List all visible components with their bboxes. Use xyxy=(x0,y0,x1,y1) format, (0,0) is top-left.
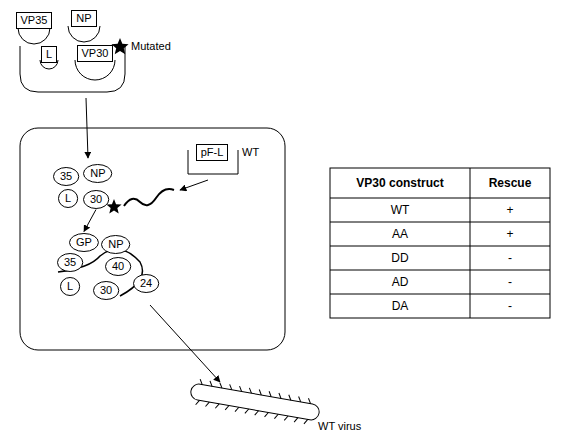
arrow xyxy=(180,180,208,190)
connector-arrow xyxy=(84,210,96,232)
annotation: Mutated xyxy=(131,40,171,53)
table-grid xyxy=(330,168,550,318)
protein-ellipse: 24 xyxy=(133,274,159,293)
node-text: 40 xyxy=(112,260,124,273)
node-text: 35 xyxy=(64,256,76,269)
protein-ellipse: GP xyxy=(69,233,99,252)
protein-ellipse: 40 xyxy=(105,257,131,276)
node-text: VP35 xyxy=(21,14,48,27)
table-cell: VP30 construct xyxy=(356,177,443,190)
table-cell: AD xyxy=(392,276,409,289)
table-cell: + xyxy=(506,228,513,241)
mutation-star xyxy=(111,38,128,54)
plasmid-box: VP30 xyxy=(77,45,114,62)
protein-ellipse: NP xyxy=(83,164,112,183)
protein-ellipse: 30 xyxy=(93,281,119,300)
plasmid-box: NP xyxy=(71,10,96,27)
protein-ellipse: 35 xyxy=(53,167,79,186)
node-text: NP xyxy=(76,12,91,25)
cell-outline xyxy=(20,128,285,350)
plasmid-cup xyxy=(18,28,50,44)
plasmid-box: L xyxy=(41,46,57,63)
protein-ellipse: 35 xyxy=(57,253,83,272)
node-text: NP xyxy=(90,167,105,180)
plasmid-box: pF-L xyxy=(196,144,229,161)
virus-particle xyxy=(189,378,322,426)
table-cell: Rescue xyxy=(489,177,532,190)
annotation: WT xyxy=(242,146,259,159)
table-cell: DA xyxy=(392,300,409,313)
node-text: 24 xyxy=(140,277,152,290)
annotation: WT virus xyxy=(318,420,361,433)
rna-strand xyxy=(124,189,174,206)
protein-ellipse: NP xyxy=(101,235,130,254)
table-cell: - xyxy=(508,300,512,313)
node-text: L xyxy=(67,280,73,293)
node-text: L xyxy=(46,48,52,61)
node-text: pF-L xyxy=(201,146,224,159)
protein-ellipse: 30 xyxy=(83,190,109,209)
plasmid-box: VP35 xyxy=(16,12,53,29)
plasmid-cup xyxy=(68,26,100,42)
node-text: 30 xyxy=(100,284,112,297)
protein-ellipse: L xyxy=(58,189,78,208)
node-text: 35 xyxy=(60,170,72,183)
plasmid-cup xyxy=(75,60,115,80)
table-cell: - xyxy=(508,276,512,289)
table-cell: + xyxy=(506,204,513,217)
node-text: 30 xyxy=(90,193,102,206)
table-cell: - xyxy=(508,252,512,265)
table-cell: DD xyxy=(391,252,408,265)
arrow xyxy=(150,305,220,382)
table-cell: AA xyxy=(392,228,408,241)
table-cell: WT xyxy=(391,204,410,217)
arrow xyxy=(86,98,88,158)
node-text: VP30 xyxy=(82,47,109,60)
node-text: GP xyxy=(76,236,92,249)
rna-strand xyxy=(58,249,143,296)
node-text: NP xyxy=(108,238,123,251)
node-text: L xyxy=(65,192,71,205)
protein-ellipse: L xyxy=(60,277,80,296)
